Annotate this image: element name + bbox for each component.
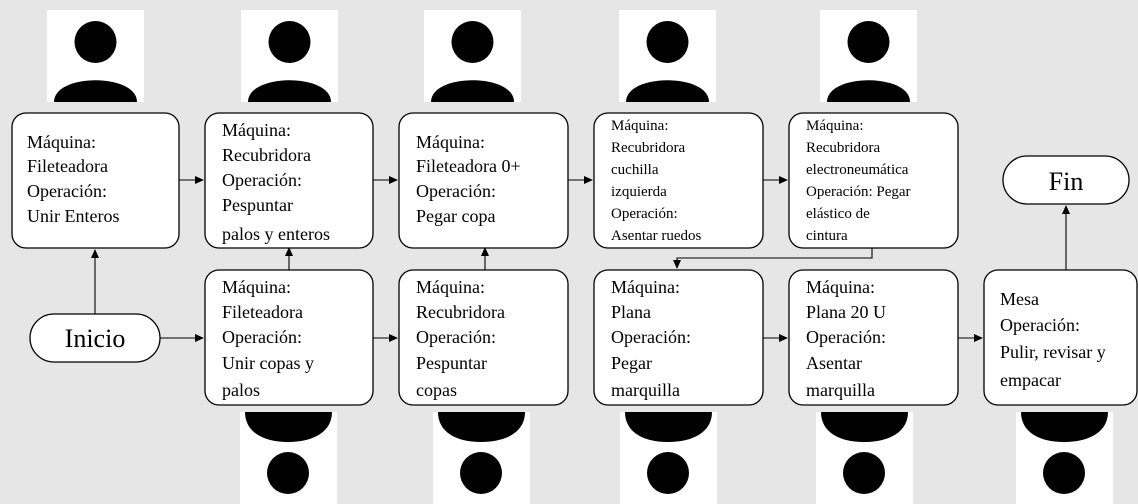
bottom-row: Máquina: Fileteadora Operación: Unir cop…	[204, 269, 1138, 406]
connectors	[91, 176, 1070, 342]
person-icon	[1016, 412, 1113, 504]
svg-text:Máquina: Fileteadora: Máquina: Fileteadora Operación: Unir Ent…	[27, 132, 119, 226]
svg-text:Máquina: Recubridora: Máquina: Recubridora Operación: Pespunta…	[416, 277, 509, 400]
svg-text:Máquina: Recubridora: Máquina: Recubridora cuchilla izquierda …	[611, 118, 702, 244]
operator-icons-bottom	[240, 412, 1113, 504]
svg-text:Máquina: Recubridora: Máquina: Recubridora Operación: Pespunta…	[222, 120, 330, 244]
process-box: Máquina: Fileteadora 0+ Operación: Pegar…	[398, 112, 569, 249]
arrow	[673, 246, 873, 269]
person-icon	[424, 10, 521, 102]
svg-text:Máquina: Plana 20 U: Máquina: Plana 20 U Operación: Asentar m…	[806, 277, 891, 400]
svg-text:Máquina: Plana: Máquina: Plana Operación: Pegar marquill…	[611, 277, 695, 400]
process-box: Máquina: Fileteadora Operación: Unir cop…	[204, 269, 374, 406]
svg-text:Máquina: Fileteadora 0: Máquina: Fileteadora 0+ Operación: Pegar…	[416, 132, 525, 226]
end-label: Fin	[1049, 167, 1084, 196]
process-box: Máquina: Recubridora electroneumática Op…	[788, 112, 959, 249]
process-box: Máquina: Fileteadora Operación: Unir Ent…	[11, 112, 180, 249]
operator-icons-top	[47, 10, 917, 102]
person-icon	[241, 10, 338, 102]
process-box: Máquina: Plana Operación: Pegar marquill…	[593, 269, 764, 406]
svg-text:Máquina: Fileteadora: Máquina: Fileteadora Operación: Unir cop…	[222, 277, 318, 400]
top-row: Máquina: Fileteadora Operación: Unir Ent…	[11, 112, 959, 249]
process-box: Mesa Operación: Pulir, revisar y empacar	[983, 269, 1138, 406]
svg-text:Máquina: Recubridora: Máquina: Recubridora electroneumática Op…	[806, 118, 914, 244]
person-icon	[619, 10, 716, 102]
person-icon	[47, 10, 144, 102]
start-label: Inicio	[65, 324, 126, 353]
process-box: Máquina: Plana 20 U Operación: Asentar m…	[788, 269, 959, 406]
svg-text:Mesa Operación:: Mesa Operación: Pulir, revisar y empacar	[1000, 289, 1110, 390]
process-box: Máquina: Recubridora cuchilla izquierda …	[593, 112, 764, 249]
person-icon	[820, 10, 917, 102]
process-box: Máquina: Recubridora Operación: Pespunta…	[398, 269, 569, 406]
person-icon	[433, 412, 530, 504]
person-icon	[620, 412, 717, 504]
process-box: Máquina: Recubridora Operación: Pespunta…	[204, 112, 374, 249]
end-node: Fin	[1002, 155, 1130, 205]
person-icon	[240, 412, 337, 504]
start-node: Inicio	[29, 313, 161, 363]
person-icon	[816, 412, 913, 504]
